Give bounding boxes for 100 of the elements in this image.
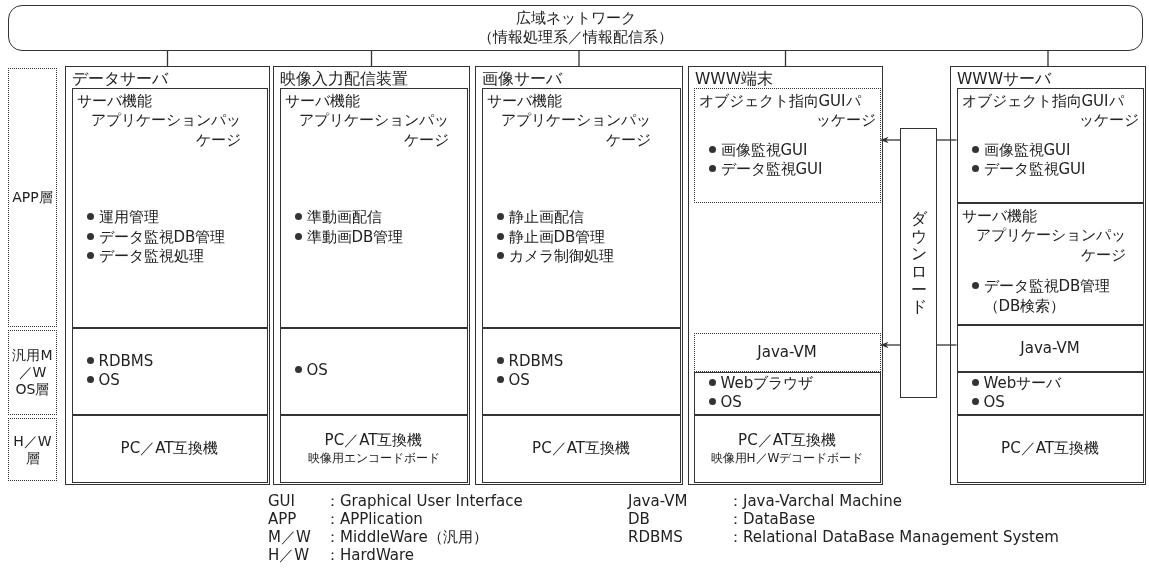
connector-line: [166, 50, 169, 67]
connector-line: [1047, 50, 1049, 67]
connector-line: [784, 50, 787, 67]
list-item: データ監視DB管理（DB検索）: [983, 277, 1112, 316]
definition-text: ：MiddleWare（汎用）: [325, 528, 488, 546]
list-item: 準動画配信: [306, 208, 382, 228]
hardware-box: [481, 414, 681, 483]
list-item: データ監視GUI: [720, 160, 823, 180]
box-label: PC／AT互換機: [120, 439, 219, 458]
list-item: RDBMS: [508, 351, 564, 371]
software-box: [481, 87, 681, 328]
box-label: PC／AT互換機: [1001, 439, 1099, 458]
device-column: [688, 66, 883, 485]
box-heading: アプリケーションパッケージ: [90, 111, 241, 150]
column-title: データサーバ: [72, 69, 168, 90]
download-label: ダウンロード: [910, 210, 927, 316]
list-item: RDBMS: [98, 351, 154, 371]
definition-text: ：Relational DataBase Management System: [728, 528, 1059, 546]
list-item: OS: [98, 371, 120, 391]
device-column: [950, 66, 1146, 485]
software-box: [956, 87, 1144, 203]
box-heading: アプリケーションパッケージ: [500, 111, 651, 150]
hardware-box: [693, 414, 881, 483]
device-column: [273, 66, 470, 485]
list-item: Webブラウザ: [720, 373, 814, 393]
list-item: 運用管理: [98, 208, 159, 228]
connector-line: [936, 139, 958, 141]
box-heading: サーバ機能: [961, 206, 1038, 226]
box-heading: サーバ機能: [76, 91, 153, 111]
list-item: OS: [720, 393, 742, 413]
software-box: [956, 202, 1144, 325]
abbreviation-text: APP: [268, 510, 297, 528]
connector-line: [936, 344, 958, 346]
device-column: [475, 66, 683, 485]
box-label: PC／AT互換機: [324, 430, 423, 450]
layer-box: [8, 418, 57, 481]
list-item: 画像監視GUI: [983, 140, 1071, 160]
box-label: 映像用エンコードボード: [307, 449, 440, 467]
list-item: 静止画DB管理: [508, 227, 606, 247]
list-item: Webサーバ: [983, 373, 1062, 393]
list-item: 画像監視GUI: [720, 140, 808, 160]
hardware-box: [279, 414, 468, 483]
column-title: WWWサーバ: [957, 69, 1051, 90]
software-box: [693, 371, 881, 415]
column-title: 画像サーバ: [482, 69, 562, 90]
list-item: データ監視GUI: [983, 160, 1086, 180]
layer-box: [8, 330, 57, 415]
hardware-box: [71, 414, 268, 483]
arrow: [879, 136, 901, 144]
list-item: データ監視処理: [98, 247, 204, 267]
box-label: 映像用H／Wデコードボード: [710, 449, 864, 467]
layer-label: 汎用M／W OS層: [12, 347, 53, 398]
layer-label: H／W層: [12, 432, 53, 467]
list-item: 静止画配信: [508, 208, 584, 228]
connector-line: [370, 50, 373, 67]
software-box: [693, 332, 881, 372]
box-label: Java-VM: [1020, 339, 1080, 357]
box-label: PC／AT互換機: [738, 430, 836, 450]
layer-label: APP層: [12, 189, 53, 206]
software-box: [956, 371, 1144, 415]
list-item: OS: [306, 361, 328, 381]
list-item: 準動画DB管理: [306, 227, 404, 247]
software-box: [279, 327, 468, 415]
definition-text: ：APPlication: [325, 510, 423, 528]
box-label: PC／AT互換機: [532, 439, 630, 458]
column-title: WWW端末: [695, 69, 773, 90]
box-heading: アプリケーションパッケージ: [298, 111, 449, 150]
software-box: [71, 327, 268, 415]
abbreviation-text: H／W: [268, 546, 310, 564]
list-item: OS: [508, 371, 530, 391]
definition-text: ：HardWare: [325, 546, 415, 564]
software-box: [71, 87, 268, 328]
connector-line: [578, 50, 580, 67]
arrow: [879, 341, 901, 349]
list-item: OS: [983, 393, 1005, 413]
network-label: 広域ネットワーク: [515, 9, 636, 28]
definition-text: ：Java-Varchal Machine: [728, 492, 903, 510]
download-box: [900, 128, 937, 398]
network-label: （情報処理系／情報配信系）: [478, 28, 673, 47]
hardware-box: [956, 414, 1144, 483]
software-box: [693, 87, 881, 203]
software-box: [956, 324, 1144, 372]
box-heading: サーバ機能: [284, 91, 361, 111]
layer-box: [8, 68, 57, 327]
abbreviation-text: RDBMS: [628, 528, 683, 546]
device-column: [65, 66, 270, 485]
software-box: [481, 327, 681, 415]
software-box: [279, 87, 468, 328]
box-heading: アプリケーションパッケージ: [975, 226, 1126, 265]
list-item: カメラ制御処理: [508, 247, 614, 267]
definition-text: ：Graphical User Interface: [325, 492, 523, 510]
box-label: Java-VM: [757, 343, 817, 361]
list-item: データ監視DB管理: [98, 227, 226, 247]
box-heading: オブジェクト指向GUIパッケージ: [961, 91, 1139, 131]
definition-text: ：DataBase: [728, 510, 816, 528]
box-heading: オブジェクト指向GUIパッケージ: [698, 91, 876, 131]
abbreviation-text: GUI: [268, 492, 296, 510]
column-title: 映像入力配信装置: [280, 69, 408, 90]
abbreviation-text: Java-VM: [628, 492, 688, 510]
network-band: [8, 5, 1143, 51]
